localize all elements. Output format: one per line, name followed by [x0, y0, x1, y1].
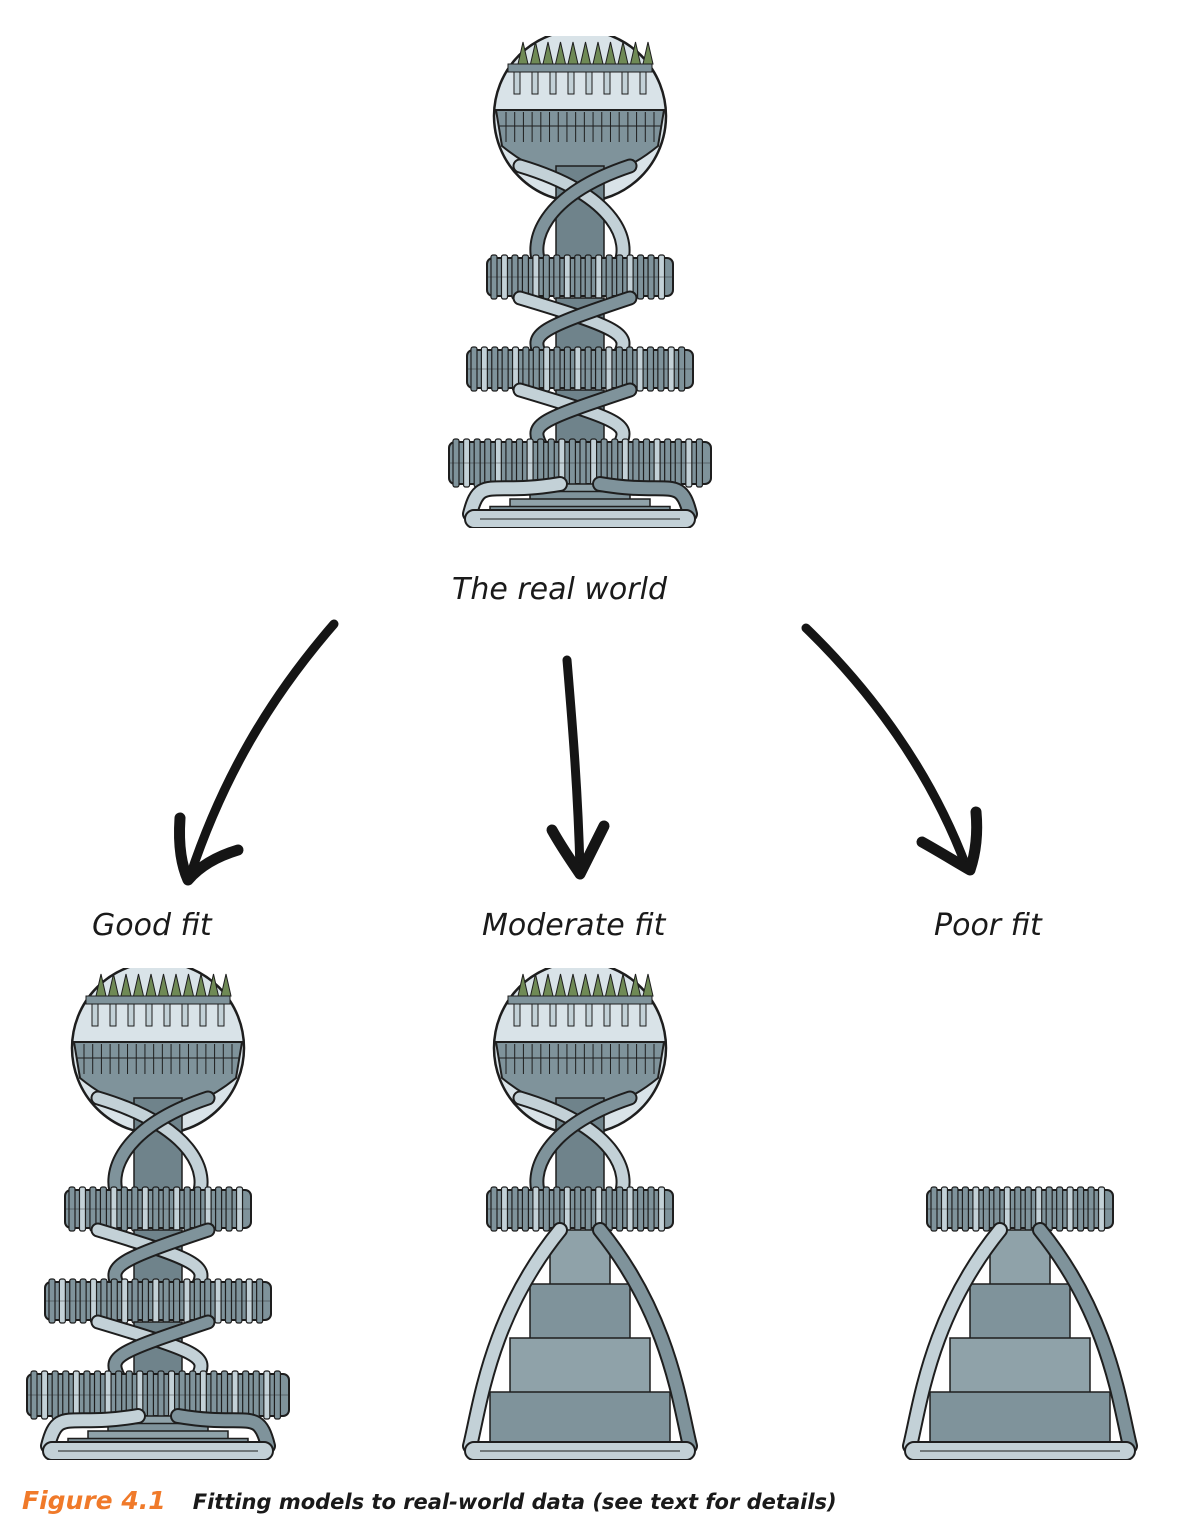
- moderate-fit-label: Moderate fit: [482, 908, 666, 943]
- gear-ring-2: [44, 1278, 272, 1324]
- figure-caption: Figure 4.1 Fitting models to real-world …: [22, 1486, 837, 1515]
- sphere-top: [492, 36, 668, 204]
- arrow-to-poor-fit: [801, 623, 971, 871]
- arrowhead-poor-fit: [916, 806, 983, 876]
- tower-base: [40, 1408, 276, 1460]
- figure-number: Figure 4.1: [22, 1486, 166, 1515]
- twist-section-lower: [512, 382, 638, 452]
- real-world-label: The real world: [452, 572, 667, 607]
- gear-ring-2: [466, 346, 694, 392]
- moderate-fit-tower-illustration: [462, 968, 698, 1460]
- real-world-tower-illustration: [448, 36, 712, 528]
- twist-section-middle: [90, 1222, 216, 1294]
- tower-base: [902, 1222, 1138, 1460]
- gear-ring-1: [486, 254, 674, 300]
- good-fit-label: Good fit: [92, 908, 212, 943]
- poor-fit-tower-illustration: [902, 1186, 1138, 1460]
- gear-ring-3: [448, 438, 712, 488]
- twist-section-lower: [90, 1314, 216, 1384]
- arrow-to-moderate-fit: [562, 655, 585, 875]
- gear-ring-1: [926, 1186, 1114, 1232]
- caption-text: Fitting models to real-world data (see t…: [192, 1490, 837, 1514]
- arrowhead-moderate-fit: [546, 820, 610, 880]
- tower-base: [462, 1222, 698, 1460]
- arrow-to-good-fit: [185, 619, 339, 881]
- poor-fit-label: Poor fit: [934, 908, 1042, 943]
- twist-section-middle: [512, 290, 638, 362]
- gear-ring-1: [486, 1186, 674, 1232]
- gear-ring-1: [64, 1186, 252, 1232]
- arrowhead-good-fit: [174, 812, 244, 886]
- good-fit-tower-illustration: [26, 968, 290, 1460]
- tower-base: [462, 476, 698, 528]
- gear-ring-3: [26, 1370, 290, 1420]
